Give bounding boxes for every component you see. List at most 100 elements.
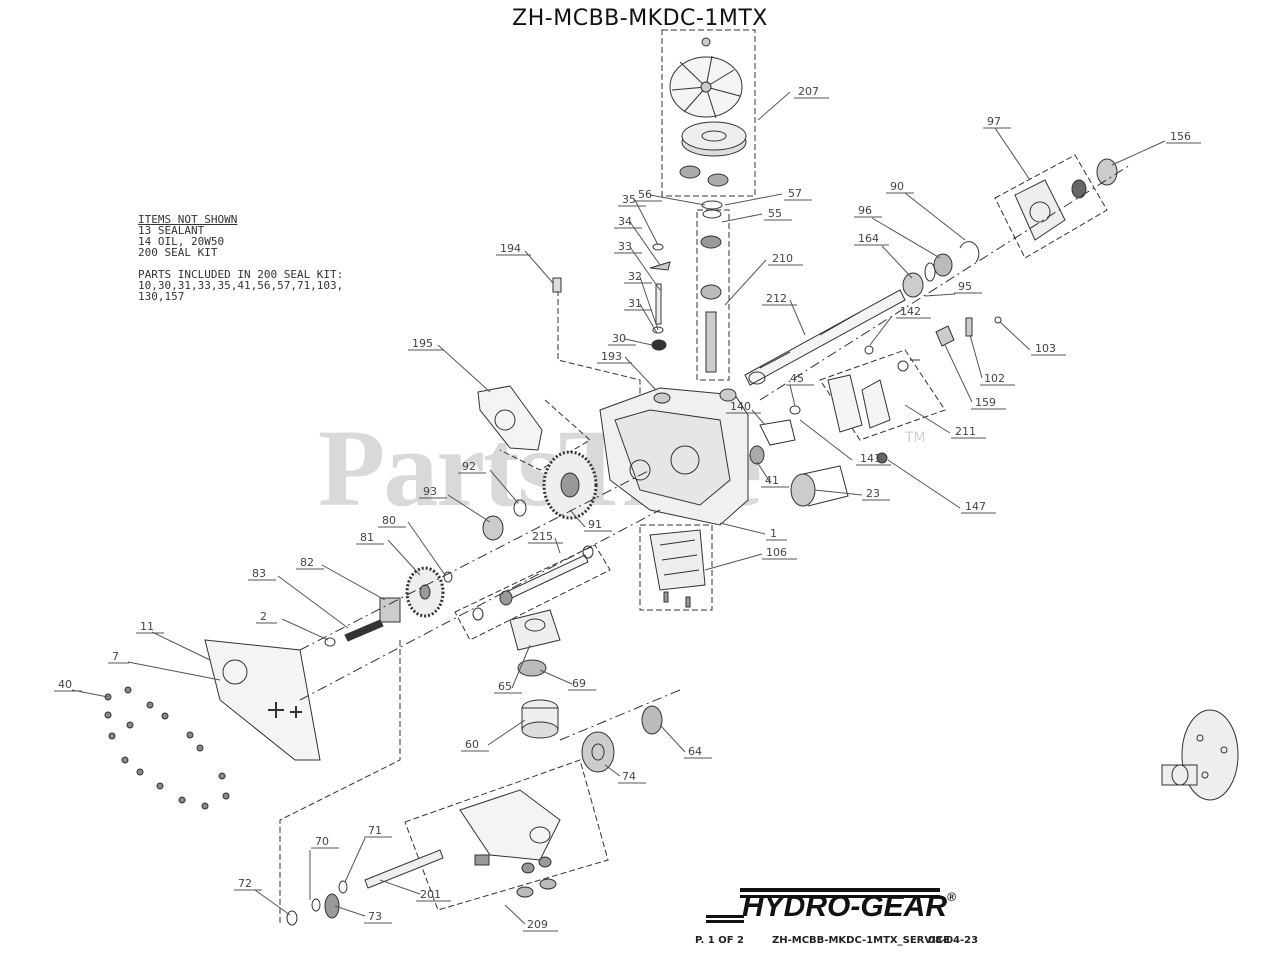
callout-leader-147 — [887, 459, 961, 509]
callout-leader-74 — [604, 764, 621, 777]
callout-label-65: 65 — [498, 680, 512, 693]
brake-linkage-part — [819, 316, 1002, 441]
input-shaft-73-part — [286, 849, 444, 926]
callout-leader-11 — [151, 631, 211, 661]
callout-leader-60 — [487, 719, 526, 746]
callout-leader-71 — [344, 837, 366, 883]
callout-leader-31 — [639, 303, 658, 334]
snap-ring-90-part — [959, 241, 980, 263]
callout-label-55: 55 — [768, 207, 782, 220]
notes-line-3: 200 SEAL KIT — [138, 246, 218, 259]
watermark-trademark: TM — [905, 430, 926, 446]
input-shaft-stack — [696, 200, 730, 381]
callout-label-56: 56 — [638, 188, 652, 201]
callout-leader-23 — [814, 489, 863, 496]
callout-label-201: 201 — [420, 888, 441, 901]
callout-leader-159 — [944, 344, 973, 403]
callout-label-215: 215 — [532, 530, 553, 543]
diagram-title: ZH-MCBB-MKDC-1MTX — [512, 6, 768, 31]
callout-label-23: 23 — [866, 487, 880, 500]
callout-label-33: 33 — [618, 240, 632, 253]
callout-label-159: 159 — [975, 396, 996, 409]
seal-41-part — [749, 445, 765, 465]
callout-leader-93 — [447, 494, 491, 523]
oil-filter-part — [790, 465, 849, 507]
bearing-65-part — [517, 659, 547, 677]
callout-leader-45 — [789, 384, 796, 407]
callout-leader-142 — [869, 315, 893, 346]
callout-leader-211 — [904, 404, 951, 434]
callout-label-91: 91 — [588, 518, 602, 531]
bracket-140-part — [759, 419, 796, 446]
callout-label-195: 195 — [412, 337, 433, 350]
callout-leader-2 — [281, 618, 329, 641]
items-not-shown-notes: ITEMS NOT SHOWN 13 SEALANT 14 OIL, 20W50… — [138, 214, 343, 302]
callout-label-34: 34 — [618, 215, 632, 228]
alignment-line-a — [299, 509, 661, 701]
bearing-96-part — [933, 253, 953, 277]
bolt-set-7-part — [104, 686, 230, 810]
fan-assembly-box — [661, 29, 756, 197]
callout-label-164: 164 — [858, 232, 879, 245]
callout-label-210: 210 — [772, 252, 793, 265]
wheel-hub-209-part — [1161, 709, 1239, 801]
callout-label-30: 30 — [612, 332, 626, 345]
callout-leader-209 — [504, 904, 526, 925]
kit-heading: PARTS INCLUDED IN 200 SEAL KIT: — [138, 268, 344, 281]
guard-106-part — [639, 524, 713, 611]
callout-leader-56 — [649, 194, 706, 206]
hydro-gear-logo: HYDRO-GEAR® — [742, 890, 956, 923]
footer-doc-id: ZH-MCBB-MKDC-1MTX_SERVICE — [772, 935, 950, 946]
footer-page-number: P. 1 OF 2 — [695, 935, 744, 946]
callout-label-95: 95 — [958, 280, 972, 293]
washer-80-lower-part — [324, 637, 336, 647]
pinion-82-part — [379, 597, 401, 623]
large-gear-part — [542, 450, 598, 520]
callout-leader-83 — [277, 575, 349, 629]
callout-leader-92 — [489, 469, 519, 504]
callout-leader-30 — [624, 338, 653, 346]
callout-label-69: 69 — [572, 677, 586, 690]
footer-date: 08-04-23 — [928, 935, 979, 946]
callout-label-60: 60 — [465, 738, 479, 751]
swashplate-part — [509, 609, 561, 651]
shaft-83-part — [344, 619, 384, 642]
callout-leader-95 — [924, 293, 956, 297]
callout-label-83: 83 — [252, 567, 266, 580]
callout-leader-7 — [127, 661, 221, 681]
callout-label-82: 82 — [300, 556, 314, 569]
callout-leader-156 — [1111, 140, 1166, 166]
callout-label-194: 194 — [500, 242, 521, 255]
gear-81-part — [405, 566, 445, 618]
callout-leader-91 — [569, 509, 586, 528]
notes-line-2: 14 OIL, 20W50 — [138, 235, 225, 248]
callout-label-103: 103 — [1035, 342, 1056, 355]
axle-centerline — [759, 164, 1131, 401]
callout-leader-72 — [254, 889, 291, 916]
callout-leader-55 — [721, 213, 763, 223]
callout-leader-73 — [334, 905, 366, 917]
callout-leader-65 — [511, 644, 531, 689]
main-housing-part — [599, 387, 749, 526]
fan-spline-parts — [679, 165, 729, 187]
callout-leader-212 — [789, 299, 806, 336]
callout-label-106: 106 — [766, 546, 787, 559]
side-cover-part — [477, 385, 591, 471]
callout-leader-33 — [629, 246, 661, 291]
callout-label-57: 57 — [788, 187, 802, 200]
callout-label-193: 193 — [601, 350, 622, 363]
axle-shaft-part — [719, 289, 906, 402]
callout-label-1: 1 — [770, 527, 777, 540]
callout-label-41: 41 — [765, 474, 779, 487]
callout-label-35: 35 — [622, 193, 636, 206]
motor-cylinder-64-part — [581, 731, 615, 773]
callout-leader-194 — [524, 250, 554, 284]
callout-label-31: 31 — [628, 297, 642, 310]
callout-leader-141 — [799, 419, 853, 461]
callout-leader-193 — [624, 356, 657, 391]
callout-label-2: 2 — [260, 610, 267, 623]
callout-label-93: 93 — [423, 485, 437, 498]
callout-label-32: 32 — [628, 270, 642, 283]
thrust-bearing-60-part — [641, 705, 663, 735]
